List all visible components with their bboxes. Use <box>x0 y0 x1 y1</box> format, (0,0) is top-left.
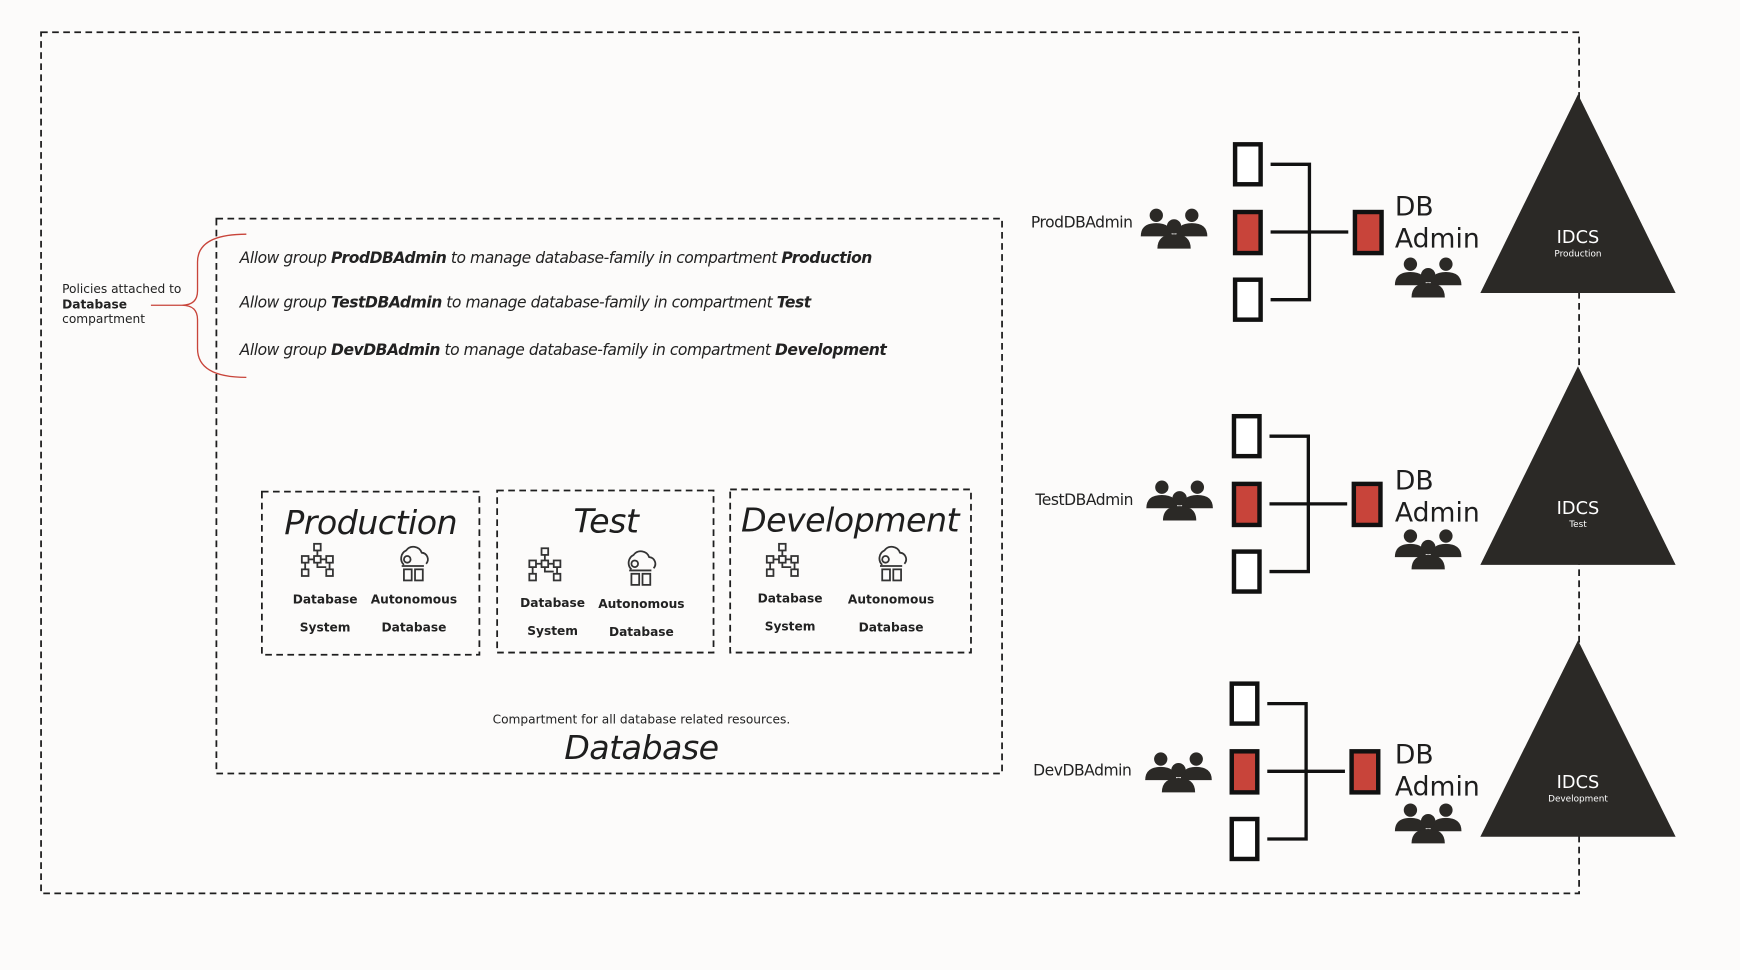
idcs-triangle <box>1480 94 1676 294</box>
compartment-test: Test Database System Autonomous Database <box>496 489 715 654</box>
svg-text:Production: Production <box>1554 249 1601 259</box>
database-compartment-boundary <box>215 217 1003 775</box>
svg-text:IDCS: IDCS <box>1557 773 1600 793</box>
svg-text:Autonomous: Autonomous <box>371 593 457 607</box>
svg-text:System: System <box>300 620 351 634</box>
group-test: TestDBAdmin DB Admin IDCS Test <box>1034 366 1676 594</box>
svg-text:Test: Test <box>1568 520 1587 530</box>
svg-text:Development: Development <box>1548 794 1608 804</box>
users-icon <box>1146 480 1213 521</box>
policy-development: Allow group DevDBAdmin to manage databas… <box>239 341 888 359</box>
svg-text:Autonomous: Autonomous <box>598 597 684 611</box>
compartment-production: Production Database System Autonomous Da… <box>261 490 481 656</box>
autonomous-database-icon <box>878 545 908 582</box>
autonomous-database-icon <box>400 545 429 582</box>
group-dev: DevDBAdmin DB Admin IDCS Development <box>1033 640 1676 862</box>
users-icon <box>1394 803 1462 844</box>
svg-text:IDCS: IDCS <box>1557 228 1600 248</box>
compartment-development: Development Database System Autonomous D… <box>729 488 972 654</box>
idcs-triangle <box>1480 640 1676 837</box>
users-icon <box>1140 208 1208 249</box>
svg-text:DB: DB <box>1395 465 1434 496</box>
svg-text:Database: Database <box>293 593 358 607</box>
database-system-icon <box>765 542 799 577</box>
policy-statements: Allow group ProdDBAdmin to manage databa… <box>239 249 888 359</box>
tenancy-boundary <box>40 31 1580 895</box>
group-prod: ProdDBAdmin DB Admin IDCS Production <box>1031 94 1676 322</box>
users-icon <box>1145 752 1212 793</box>
users-icon <box>1394 257 1462 298</box>
database-compartment-title: Database <box>564 728 718 767</box>
svg-text:Database: Database <box>859 620 924 634</box>
svg-text:DevDBAdmin: DevDBAdmin <box>1033 762 1131 780</box>
database-system-icon <box>528 547 562 582</box>
policy-production: Allow group ProdDBAdmin to manage databa… <box>239 249 873 267</box>
svg-text:Database: Database <box>758 592 823 606</box>
svg-text:Admin: Admin <box>1395 224 1480 255</box>
svg-text:Database: Database <box>609 625 674 639</box>
svg-text:IDCS: IDCS <box>1557 499 1600 519</box>
svg-text:Development: Development <box>741 501 961 540</box>
svg-text:compartment: compartment <box>62 312 145 326</box>
svg-text:Admin: Admin <box>1395 772 1480 803</box>
svg-text:Autonomous: Autonomous <box>848 593 934 607</box>
svg-text:Admin: Admin <box>1395 498 1480 529</box>
svg-text:Database: Database <box>381 620 446 634</box>
database-system-icon <box>300 542 334 577</box>
svg-text:DB: DB <box>1395 740 1434 771</box>
users-icon <box>1394 529 1462 570</box>
idcs-triangle <box>1480 366 1676 565</box>
policy-test: Allow group TestDBAdmin to manage databa… <box>239 293 812 311</box>
autonomous-database-icon <box>627 550 657 586</box>
svg-text:Policies attached to: Policies attached to <box>62 282 181 296</box>
svg-text:System: System <box>765 619 816 633</box>
svg-text:Database: Database <box>520 596 585 610</box>
policy-brace <box>150 233 247 379</box>
svg-text:System: System <box>527 624 578 638</box>
svg-text:TestDBAdmin: TestDBAdmin <box>1034 491 1133 509</box>
svg-text:Production: Production <box>284 503 457 542</box>
svg-text:DB: DB <box>1395 191 1434 222</box>
database-compartment-caption: Compartment for all database related res… <box>493 713 791 727</box>
svg-text:Database: Database <box>62 298 127 312</box>
svg-text:ProdDBAdmin: ProdDBAdmin <box>1031 214 1133 232</box>
svg-text:Test: Test <box>573 502 640 541</box>
policies-label: Policies attached to Database compartmen… <box>62 282 181 326</box>
